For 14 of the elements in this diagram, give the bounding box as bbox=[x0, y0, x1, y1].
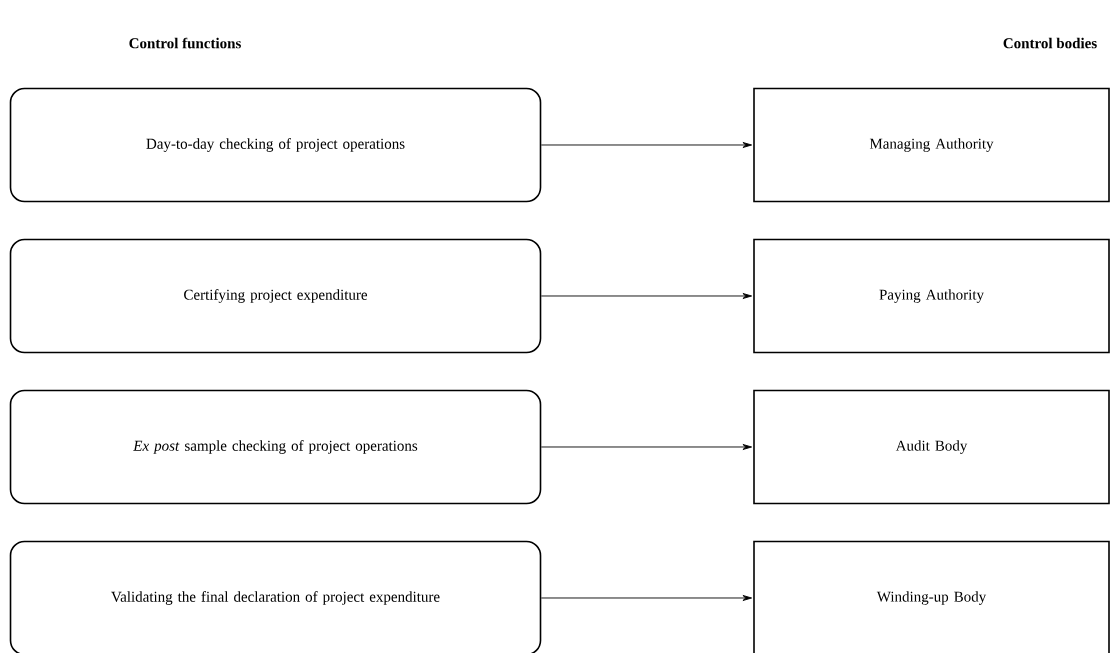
function-box: Ex post sample checking of project operations bbox=[9, 389, 542, 505]
function-box: Day-to-day checking of project operations bbox=[9, 87, 542, 203]
arrow bbox=[540, 293, 753, 299]
arrow bbox=[540, 142, 753, 148]
body-box: Paying Authority bbox=[753, 238, 1110, 354]
arrow bbox=[540, 444, 753, 450]
arrow bbox=[540, 595, 753, 601]
column-heading: Control bodies bbox=[1003, 37, 1097, 49]
body-box: Managing Authority bbox=[753, 87, 1110, 203]
column-heading: Control functions bbox=[129, 37, 241, 49]
function-box: Validating the final declaration of project expenditure bbox=[9, 540, 542, 653]
body-box: Winding-up Body bbox=[753, 540, 1110, 653]
body-box: Audit Body bbox=[753, 389, 1110, 505]
function-box: Certifying project expenditure bbox=[9, 238, 542, 354]
